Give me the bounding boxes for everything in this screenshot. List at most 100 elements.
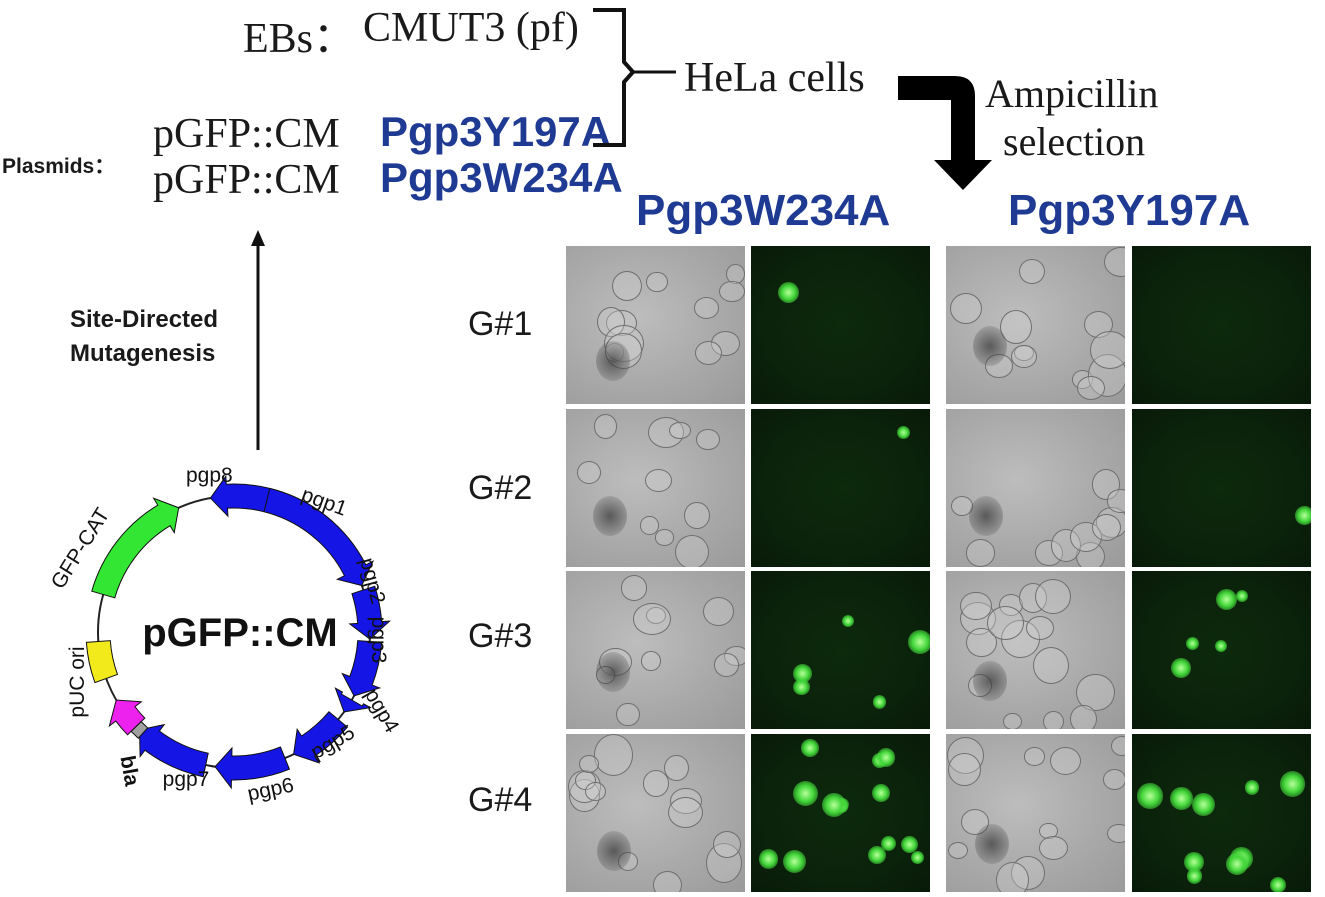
gfp-positive-inclusion	[907, 629, 930, 654]
brightfield-cell	[612, 270, 643, 301]
brightfield-cell	[1102, 768, 1125, 790]
dark-inclusion-blob	[974, 824, 1009, 865]
mutagenesis-line1: Site-Directed	[70, 306, 219, 333]
brightfield-cell	[593, 414, 617, 439]
gfp-positive-inclusion	[783, 850, 807, 874]
selection-arrow	[898, 76, 992, 190]
plasmid-label-pgp8: pgp8	[186, 464, 233, 487]
brightfield-cell	[664, 754, 689, 782]
plasmid-label-bla: bla	[115, 754, 143, 788]
brightfield-cell	[640, 516, 659, 535]
gfp-positive-inclusion	[1185, 636, 1200, 650]
brightfield-cell	[996, 862, 1030, 892]
panel-g4-w234a-brightfield	[566, 734, 745, 892]
brightfield-cell	[620, 574, 648, 601]
plasmid2-prefix: pGFP::CM	[153, 157, 340, 203]
brightfield-cell	[1033, 647, 1070, 685]
brightfield-cell	[712, 831, 742, 859]
panel-g4-w234a-fluorescence	[751, 734, 930, 892]
gfp-positive-inclusion	[896, 425, 911, 439]
brightfield-cell	[948, 752, 982, 786]
gfp-positive-inclusion	[1236, 589, 1249, 602]
brightfield-cell	[584, 781, 606, 801]
brightfield-cell	[694, 341, 722, 366]
plasmid-label-puc-ori: pUC ori	[66, 646, 89, 717]
plasmid-feature-pgp5	[293, 711, 349, 764]
hela-cells-label: HeLa cells	[684, 55, 865, 101]
gfp-positive-inclusion	[793, 678, 810, 696]
panel-g3-y197a-fluorescence	[1132, 571, 1311, 729]
brightfield-cell	[1076, 375, 1106, 400]
plasmid-feature-pgp1	[263, 487, 375, 587]
gfp-positive-inclusion	[872, 695, 887, 709]
plasmid-feature-pgp4	[334, 687, 372, 713]
plasmid2-mutation: Pgp3W234A	[380, 154, 623, 201]
brightfield-cell	[1107, 824, 1125, 844]
panel-g3-w234a-brightfield	[566, 571, 745, 729]
row-label-g3: G#3	[468, 617, 533, 655]
gfp-positive-inclusion	[910, 850, 924, 864]
brightfield-cell	[718, 280, 745, 303]
dark-inclusion-blob	[593, 496, 628, 537]
plasmid-feature-pgp3	[341, 640, 383, 697]
brightfield-cell	[965, 539, 996, 567]
brightfield-cell	[702, 596, 735, 626]
brightfield-cell	[696, 428, 720, 450]
gfp-positive-inclusion	[871, 783, 891, 803]
brightfield-cell	[646, 271, 668, 293]
mutagenesis-arrowhead	[251, 230, 265, 246]
brightfield-cell	[1018, 258, 1045, 285]
brightfield-cell	[986, 606, 1025, 641]
plasmid-name: pGFP::CM	[142, 611, 338, 655]
brightfield-cell	[668, 421, 691, 440]
gfp-positive-inclusion	[1171, 658, 1192, 679]
gfp-positive-inclusion	[1269, 876, 1286, 892]
gfp-positive-inclusion	[1215, 589, 1237, 611]
panel-g3-w234a-fluorescence	[751, 571, 930, 729]
brightfield-cell	[713, 653, 740, 678]
panel-g4-y197a-brightfield	[946, 734, 1125, 892]
brightfield-cell	[1035, 578, 1072, 614]
brightfield-cell	[616, 702, 640, 727]
gfp-positive-inclusion	[792, 781, 818, 807]
plasmid-feature-pgp7	[139, 723, 209, 778]
brightfield-cell	[579, 754, 600, 774]
gfp-positive-inclusion	[777, 282, 799, 304]
plasmid-label-pgp4: pgp4	[360, 685, 403, 737]
brightfield-cell	[642, 770, 669, 797]
brightfield-cell	[1003, 712, 1023, 729]
dark-inclusion-blob	[969, 496, 1004, 537]
brightfield-cell	[654, 529, 675, 546]
gfp-positive-inclusion	[822, 792, 847, 817]
gfp-positive-inclusion	[1170, 787, 1194, 810]
brightfield-cell	[1039, 836, 1068, 861]
dark-inclusion-blob	[597, 831, 632, 872]
gfp-positive-inclusion	[900, 835, 919, 854]
brightfield-cell	[674, 535, 709, 567]
column-header-w234a: Pgp3W234A	[636, 186, 891, 235]
plasmid-label-pgp7: pgp7	[163, 768, 210, 791]
brightfield-cell	[576, 460, 601, 484]
row-label-g4: G#4	[468, 781, 533, 819]
panel-g4-y197a-fluorescence	[1132, 734, 1311, 892]
row-label-g1: G#1	[468, 305, 533, 343]
gfp-positive-inclusion	[868, 846, 887, 865]
brightfield-cell	[1010, 345, 1037, 369]
brightfield-cell	[684, 501, 710, 529]
brightfield-cell	[1050, 747, 1081, 776]
dark-inclusion-blob	[596, 341, 631, 382]
brightfield-cell	[693, 296, 719, 319]
panel-g1-y197a-fluorescence	[1132, 246, 1311, 404]
gfp-positive-inclusion	[1226, 853, 1249, 875]
gfp-positive-inclusion	[1191, 793, 1215, 817]
plasmid-feature-puc-ori	[85, 640, 119, 684]
panel-g1-y197a-brightfield	[946, 246, 1125, 404]
plasmid-feature-small-box	[130, 720, 149, 739]
plasmid-feature-pgp2	[348, 585, 392, 640]
brightfield-cell	[593, 734, 633, 776]
dark-inclusion-blob	[595, 651, 630, 692]
brightfield-cell	[948, 842, 969, 860]
gfp-positive-inclusion	[880, 836, 896, 852]
